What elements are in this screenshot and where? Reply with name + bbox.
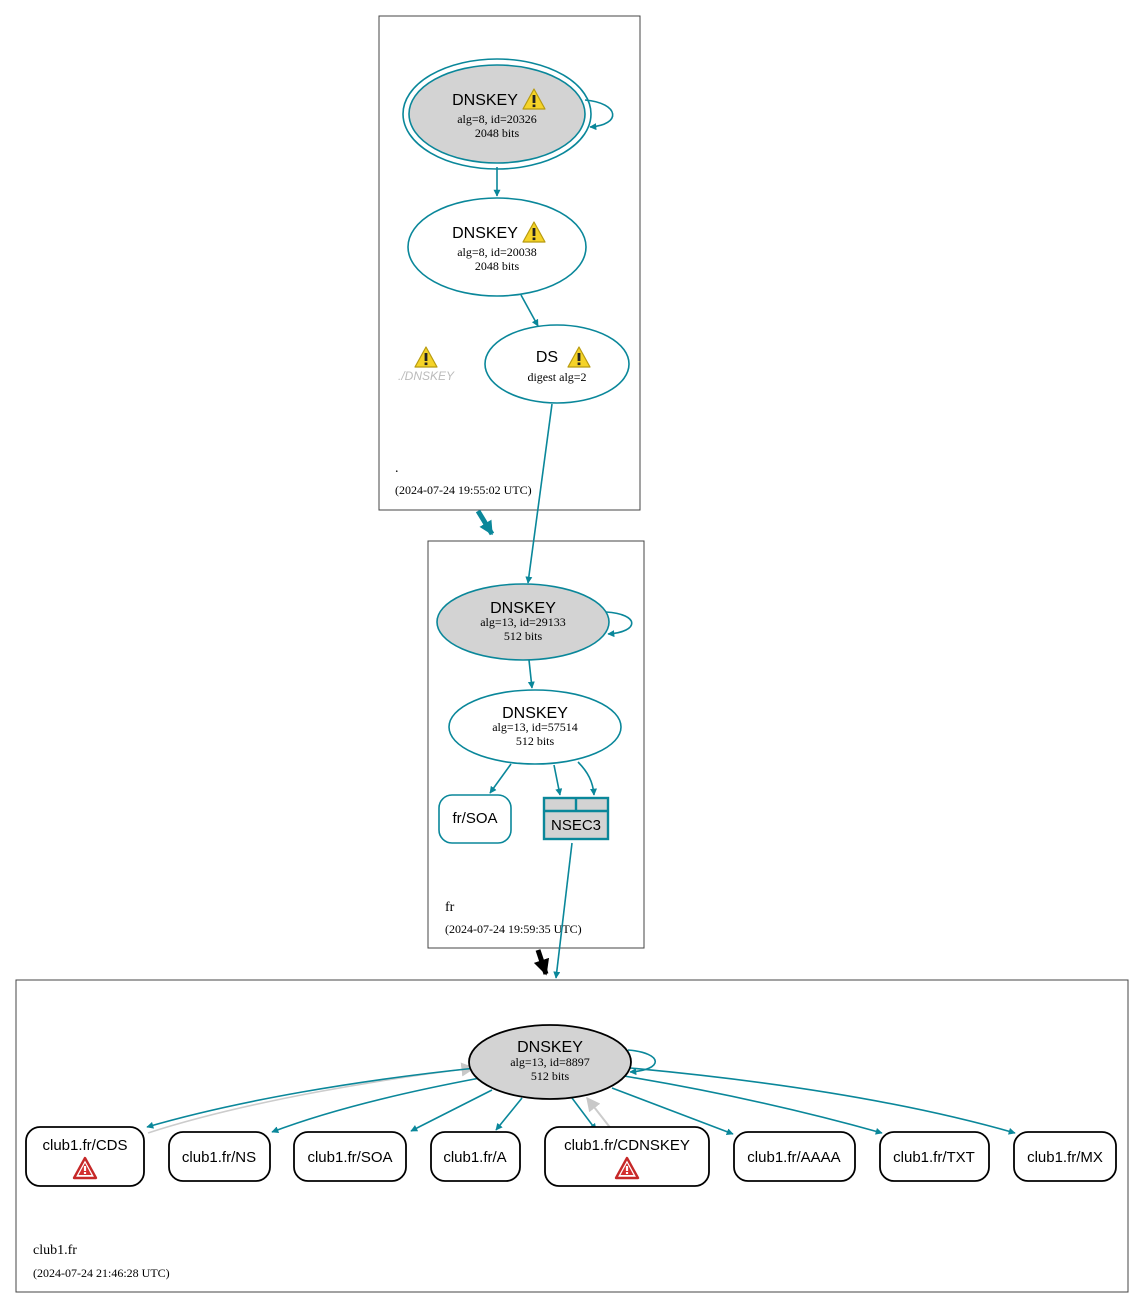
node-club1-dnskey[interactable]: DNSKEY alg=13, id=8897 512 bits	[468, 1024, 632, 1100]
edge-club1-cdnskey-grey	[586, 1096, 613, 1131]
node-fr-zsk-line2: 512 bits	[516, 734, 555, 748]
node-club1-dnskey-line1: alg=13, id=8897	[510, 1055, 590, 1069]
edge-club1-key-soa	[410, 1089, 493, 1132]
node-fr-ksk-line1: alg=13, id=29133	[480, 615, 566, 629]
zone-club1-timestamp: (2024-07-24 21:46:28 UTC)	[33, 1266, 170, 1280]
node-club1-cdnskey[interactable]: club1.fr/CDNSKEY	[544, 1126, 710, 1187]
edge-club1-key-a	[495, 1097, 523, 1131]
edge-club1-key-aaaa	[611, 1087, 734, 1136]
edge-club1-key-txt	[623, 1075, 883, 1135]
warning-icon	[414, 346, 438, 368]
node-fr-zsk-title: DNSKEY	[502, 705, 568, 722]
node-root-dnskey-warning[interactable]: ./DNSKEY	[398, 346, 455, 383]
node-club1-ns-label: club1.fr/NS	[182, 1149, 256, 1166]
zone-club1-name: club1.fr	[33, 1243, 77, 1258]
node-club1-cds-label: club1.fr/CDS	[42, 1137, 127, 1154]
node-fr-nsec3-label: NSEC3	[551, 817, 601, 834]
node-root-ds-title: DS	[536, 349, 558, 366]
zone-root-timestamp: (2024-07-24 19:55:02 UTC)	[395, 483, 532, 497]
node-club1-ns[interactable]: club1.fr/NS	[168, 1131, 271, 1182]
node-club1-a[interactable]: club1.fr/A	[430, 1131, 521, 1182]
edge-club1-key-mx	[629, 1067, 1016, 1135]
node-club1-dnskey-line2: 512 bits	[531, 1069, 570, 1083]
node-fr-zsk-line1: alg=13, id=57514	[492, 720, 578, 734]
edge-root-zsk-ds	[520, 294, 539, 327]
edge-fr-zsk-nsec3-a	[553, 764, 563, 796]
node-root-ksk-line2: 2048 bits	[475, 126, 520, 140]
node-club1-soa-label: club1.fr/SOA	[307, 1149, 392, 1166]
edge-club1-key-cdnskey	[571, 1097, 597, 1131]
node-club1-a-label: club1.fr/A	[443, 1149, 506, 1166]
node-club1-cdnskey-label: club1.fr/CDNSKEY	[564, 1137, 690, 1154]
edge-fr-ksk-self	[605, 611, 633, 638]
edge-club1-key-ns	[271, 1077, 481, 1134]
node-club1-aaaa-label: club1.fr/AAAA	[747, 1149, 840, 1166]
edge-root-ds-fr-ksk	[525, 403, 553, 584]
zone-fr-timestamp: (2024-07-24 19:59:35 UTC)	[445, 922, 582, 936]
edge-club1-key-cds	[146, 1067, 477, 1129]
edge-fr-zsk-soa	[489, 763, 512, 794]
node-club1-aaaa[interactable]: club1.fr/AAAA	[733, 1131, 856, 1182]
node-club1-mx-label: club1.fr/MX	[1027, 1149, 1103, 1166]
node-club1-dnskey-title: DNSKEY	[517, 1039, 583, 1056]
edge-fr-nsec3-club1	[553, 842, 573, 979]
node-club1-mx[interactable]: club1.fr/MX	[1013, 1131, 1117, 1182]
edge-fr-zsk-nsec3-b	[577, 761, 598, 796]
edge-delegation-fr-club1	[533, 949, 550, 976]
edge-fr-ksk-zsk	[527, 659, 535, 689]
zone-fr-name: fr	[445, 900, 455, 915]
node-root-zsk-title: DNSKEY	[452, 225, 518, 242]
node-club1-txt[interactable]: club1.fr/TXT	[879, 1131, 990, 1182]
node-root-ksk-title: DNSKEY	[452, 92, 518, 109]
node-fr-soa-label: fr/SOA	[452, 810, 497, 827]
node-root-ds[interactable]: DS digest alg=2	[484, 324, 630, 404]
node-root-ds-line1: digest alg=2	[527, 370, 586, 384]
zone-club1-box	[15, 979, 1129, 1293]
zone-fr-box	[427, 540, 645, 949]
node-root-ksk-line1: alg=8, id=20326	[457, 112, 537, 126]
node-root-ksk[interactable]: DNSKEY alg=8, id=20326 2048 bits	[402, 58, 592, 170]
node-club1-txt-label: club1.fr/TXT	[893, 1149, 975, 1166]
node-fr-ksk[interactable]: DNSKEY alg=13, id=29133 512 bits	[436, 583, 610, 661]
node-root-dnskey-warning-label: ./DNSKEY	[398, 369, 455, 383]
node-fr-nsec3[interactable]: NSEC3	[542, 796, 610, 841]
node-root-zsk-line1: alg=8, id=20038	[457, 245, 537, 259]
edge-delegation-root-fr	[475, 509, 495, 536]
node-fr-ksk-title: DNSKEY	[490, 600, 556, 617]
zone-root-name: .	[395, 461, 399, 476]
node-fr-soa[interactable]: fr/SOA	[438, 794, 512, 844]
node-club1-cds[interactable]: club1.fr/CDS	[25, 1126, 145, 1187]
node-root-zsk-line2: 2048 bits	[475, 259, 520, 273]
node-fr-zsk[interactable]: DNSKEY alg=13, id=57514 512 bits	[448, 689, 622, 765]
node-root-zsk[interactable]: DNSKEY alg=8, id=20038 2048 bits	[407, 197, 587, 297]
edge-club1-key-self	[627, 1049, 657, 1076]
edge-root-ksk-self	[584, 99, 614, 131]
zone-root-box	[378, 15, 641, 511]
node-fr-ksk-line2: 512 bits	[504, 629, 543, 643]
node-club1-soa[interactable]: club1.fr/SOA	[293, 1131, 407, 1182]
